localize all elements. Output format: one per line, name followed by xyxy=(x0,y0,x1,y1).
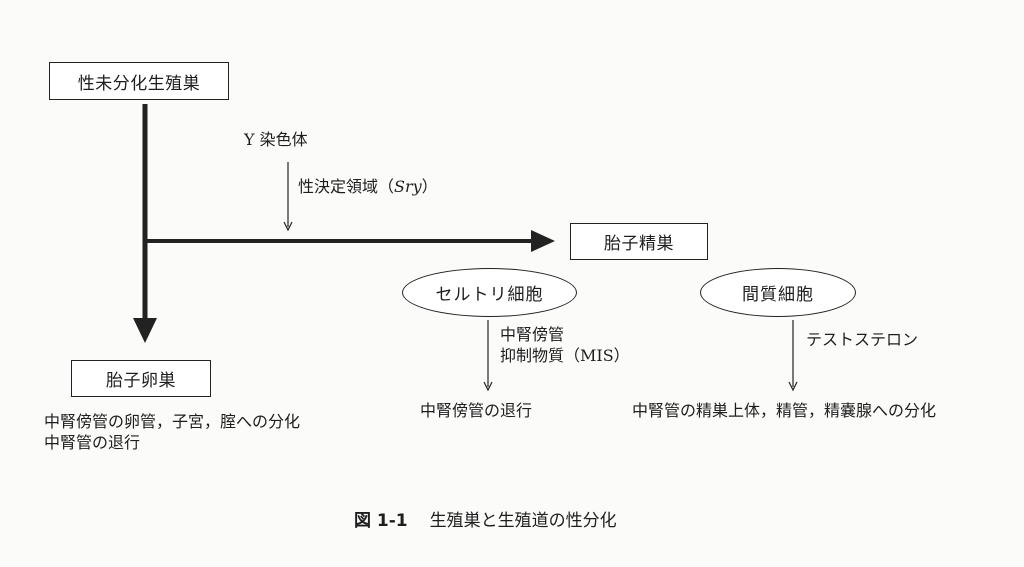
ovary-outcome-line2: 中腎管の退行 xyxy=(44,432,141,452)
sry-label-italic: Sry xyxy=(394,177,422,196)
ovary-outcome-text: 中腎傍管の卵管，子宮，腟への分化 中腎管の退行 xyxy=(44,412,300,454)
y-chromosome-label: Y 染色体 xyxy=(244,130,308,149)
fetal-ovary-box: 胎子卵巣 xyxy=(71,360,211,397)
sry-label-suffix: ） xyxy=(421,177,438,196)
ovary-outcome-line1: 中腎傍管の卵管，子宮，腟への分化 xyxy=(44,412,301,431)
leydig-cell-oval: 間質細胞 xyxy=(700,268,856,317)
mesonephric-differentiation-text: 中腎管の精巣上体，精管，精嚢腺への分化 xyxy=(632,401,937,420)
mis-label: 中腎傍管 抑制物質（MIS） xyxy=(500,325,630,367)
mis-label-line2: 抑制物質（MIS） xyxy=(500,345,630,365)
figure-number: 図 1-1 xyxy=(354,511,408,531)
main-vertical-arrowhead xyxy=(133,318,157,343)
mis-label-line1: 中腎傍管 xyxy=(500,325,565,344)
fetal-testis-box: 胎子精巣 xyxy=(570,223,708,260)
testis-horizontal-arrowhead xyxy=(531,230,555,252)
undifferentiated-gonad-box: 性未分化生殖巣 xyxy=(49,62,229,100)
sry-label-prefix: 性決定領域（ xyxy=(298,177,395,196)
testosterone-label: テストステロン xyxy=(806,330,919,349)
figure-caption: 図 1-1 生殖巣と生殖道の性分化 xyxy=(354,506,617,531)
paramesonephric-regression-text: 中腎傍管の退行 xyxy=(420,401,533,420)
sry-label: 性決定領域（Sry） xyxy=(298,177,438,198)
sertoli-cell-oval: セルトリ細胞 xyxy=(402,268,577,317)
figure-title: 生殖巣と生殖道の性分化 xyxy=(429,511,617,531)
